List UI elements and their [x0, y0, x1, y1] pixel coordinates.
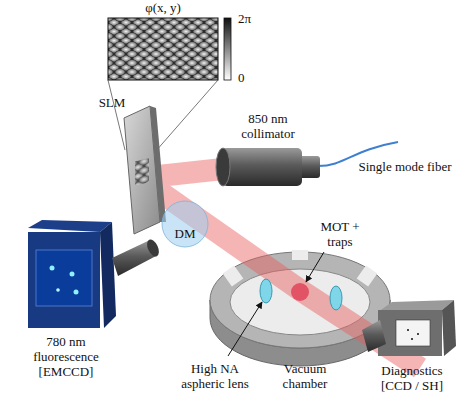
collimator-body: [222, 148, 302, 186]
component-label: High NA aspheric lens: [173, 362, 258, 392]
atom-spot: [70, 272, 75, 277]
atom-spot: [50, 266, 55, 271]
dichroic-mirror: DM: [161, 200, 209, 248]
phase-pattern: [108, 18, 218, 80]
colorbar-min: 0: [238, 71, 268, 86]
slm-pattern: [135, 158, 149, 185]
component-label: MOT + traps: [315, 220, 365, 250]
mot-cloud: [291, 283, 309, 301]
camera-front: [378, 310, 442, 356]
chamber-port: [223, 265, 244, 286]
camera-lens-face: [145, 238, 162, 259]
camera-front: [28, 232, 100, 328]
component-label: 850 nm collimator: [228, 112, 308, 142]
atom-spot: [56, 288, 60, 292]
colorbar-max: 2π: [238, 12, 268, 27]
camera-image: [36, 250, 92, 306]
camera-dot: [407, 329, 409, 331]
phase-title: φ(x, y): [123, 1, 203, 16]
camera-dot: [411, 338, 413, 340]
mirror-disc: [162, 201, 208, 247]
camera-side: [100, 222, 116, 328]
zoom-line: [108, 80, 125, 150]
aspheric-lens: [260, 279, 272, 303]
camera-side: [442, 300, 456, 356]
node-label: DM: [161, 226, 209, 242]
component-label: Vacuum chamber: [275, 362, 335, 392]
pointer-arrow: [228, 302, 262, 356]
chamber-port: [357, 265, 378, 286]
component-label: Diagnostics [CCD / SH]: [367, 364, 457, 394]
laser-beam: [140, 168, 420, 368]
camera-screen: [396, 320, 430, 346]
atom-spot: [74, 290, 79, 295]
component-label: 780 nm fluorescence [EMCCD]: [24, 335, 109, 380]
camera-lens: [362, 320, 386, 352]
component-label: SLM: [92, 96, 132, 111]
colorbar: [224, 18, 231, 80]
pointer-arrow: [306, 252, 324, 282]
slm-edge: [150, 106, 166, 222]
aspheric-lens: [330, 286, 342, 310]
chamber-port: [292, 250, 308, 260]
camera-top: [28, 220, 112, 232]
component-label: Single mode fiber: [350, 160, 460, 175]
camera-dot: [417, 333, 419, 335]
collimator-face: [216, 148, 230, 186]
